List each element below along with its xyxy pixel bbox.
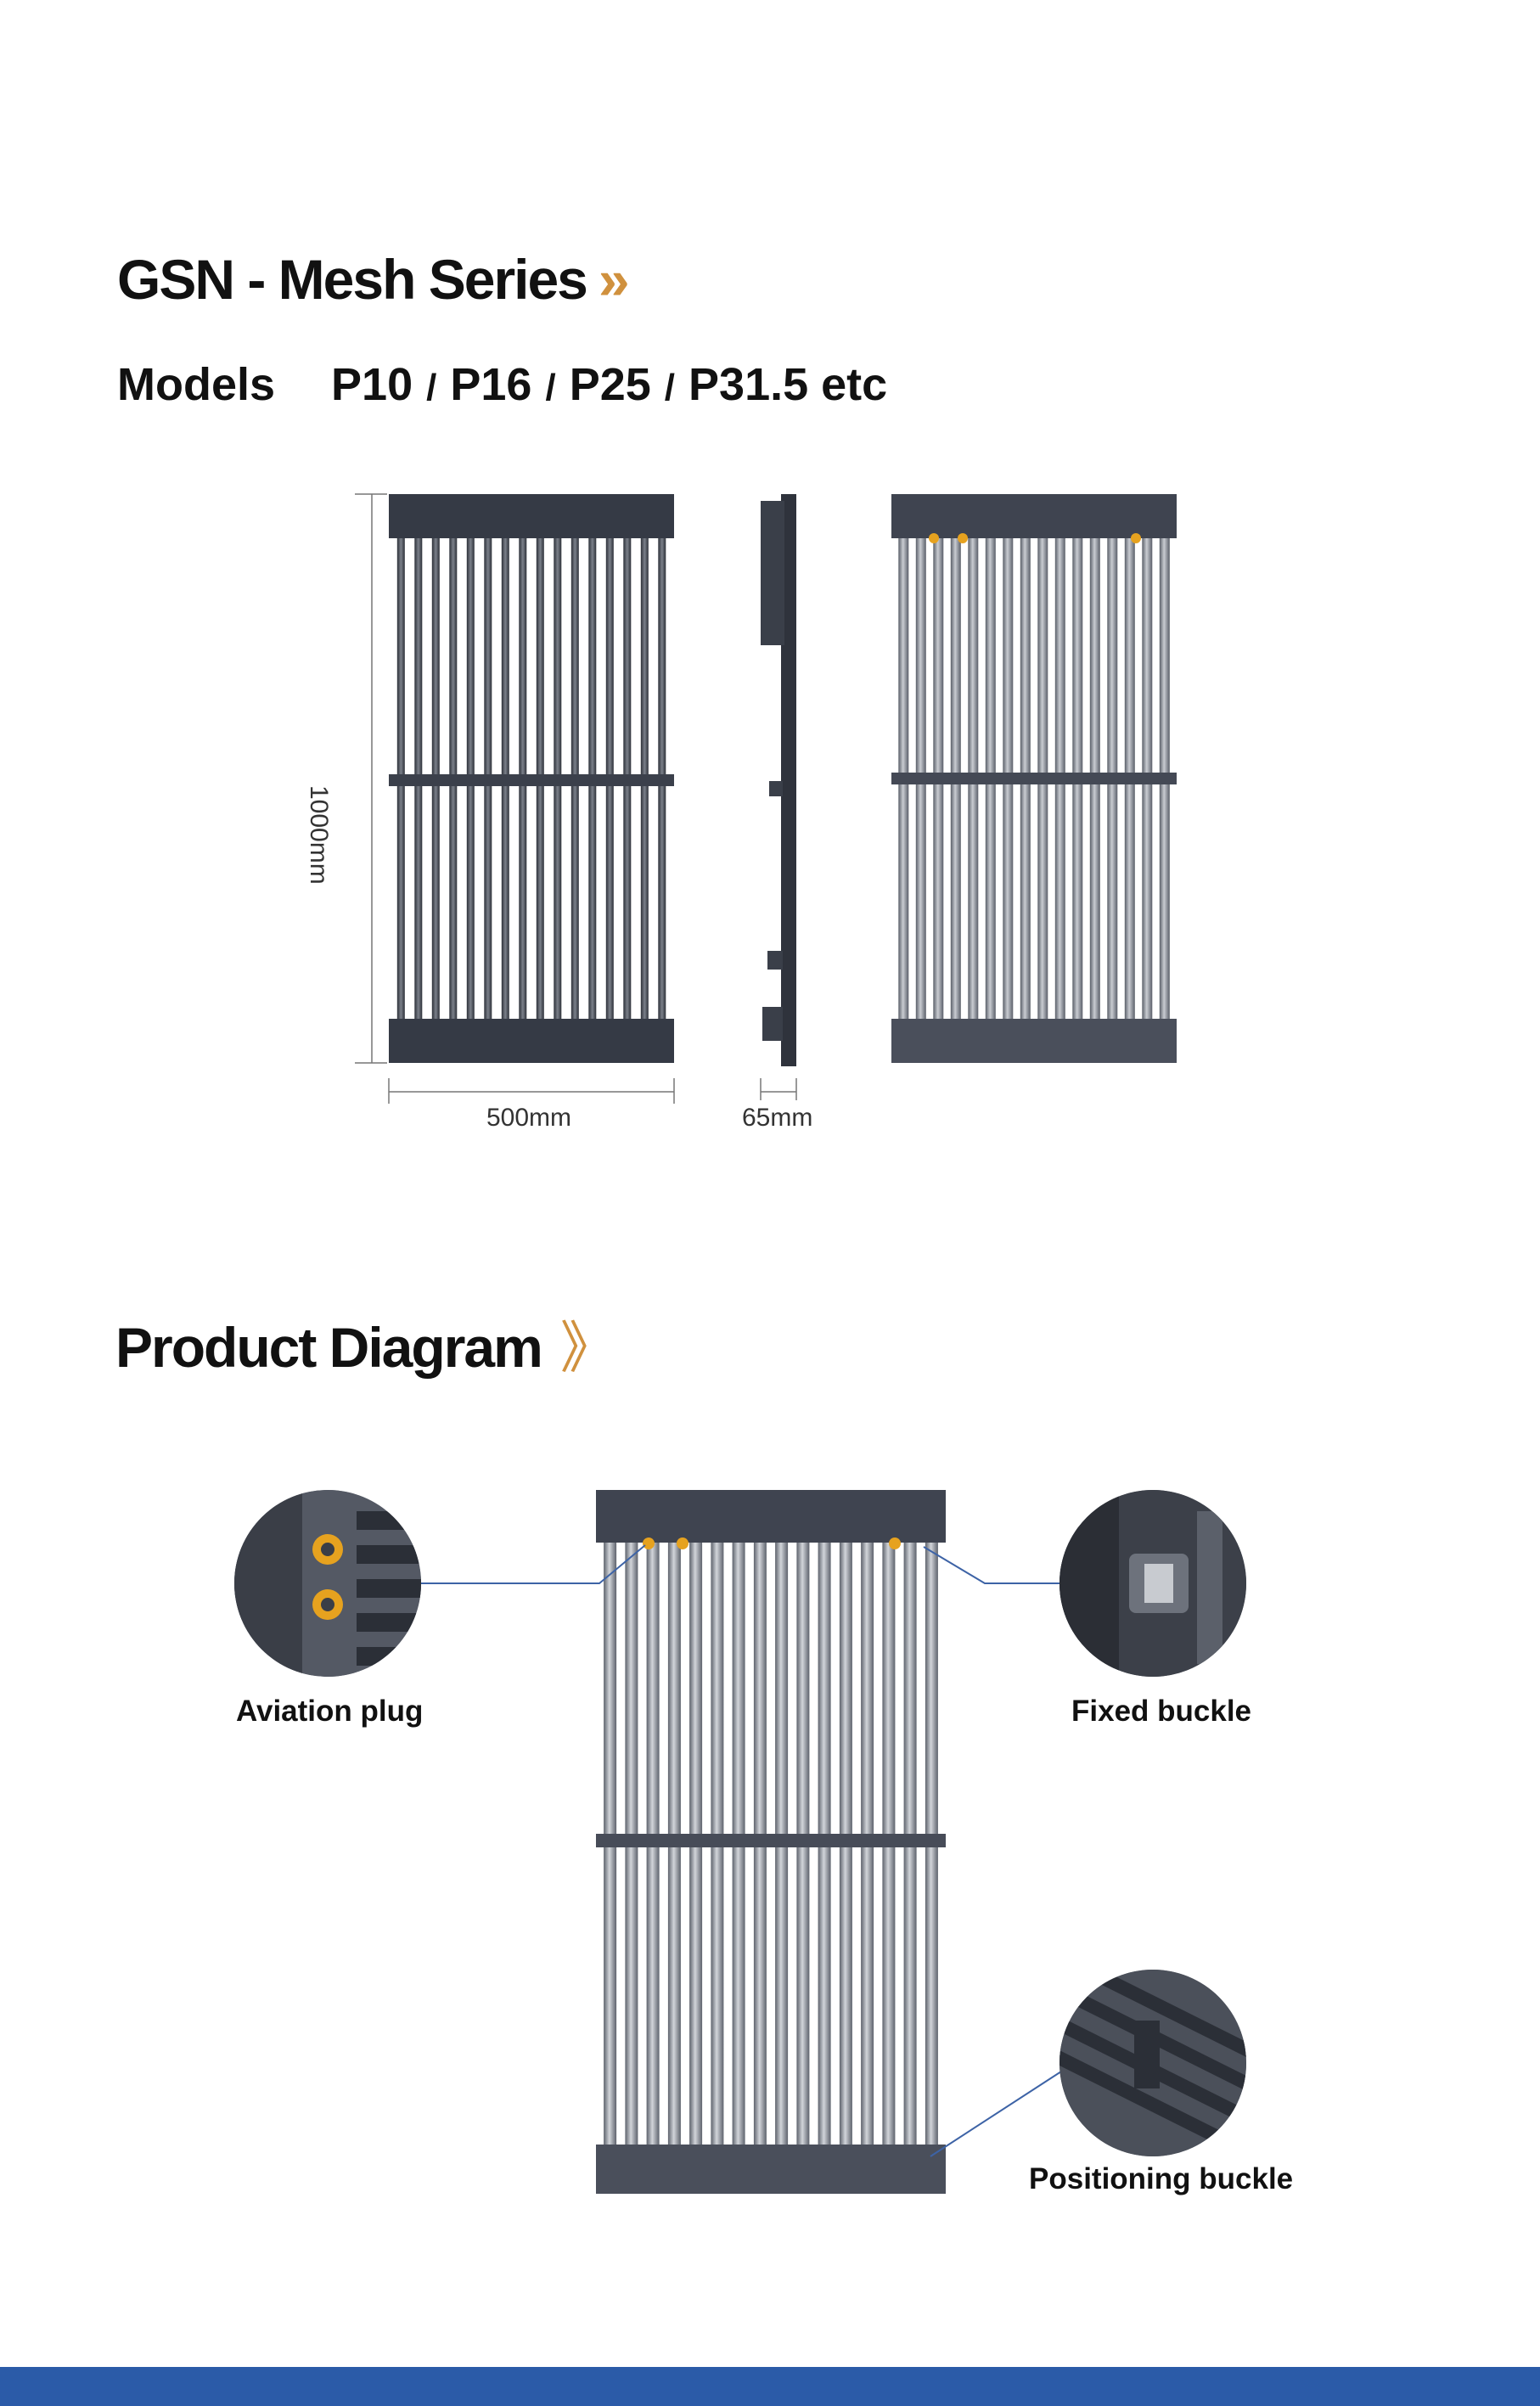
back-view-panel bbox=[891, 494, 1177, 1085]
aviation-plug-label: Aviation plug bbox=[236, 1695, 424, 1728]
aviation-plug-icon bbox=[643, 1537, 655, 1549]
aviation-plug-icon bbox=[958, 533, 968, 543]
aviation-plug-line bbox=[421, 1544, 646, 1584]
depth-dimension-label: 65mm bbox=[742, 1104, 813, 1132]
width-dimension-line bbox=[388, 1078, 675, 1104]
model-separator: / bbox=[664, 367, 676, 408]
models-line: Models P10 / P16 / P25 / P31.5 etc bbox=[117, 362, 887, 408]
width-dimension-label: 500mm bbox=[486, 1104, 572, 1132]
depth-dimension-line bbox=[760, 1078, 797, 1100]
diagram-panel bbox=[596, 1490, 946, 2219]
model-item: P10 bbox=[331, 359, 413, 410]
model-item: P25 bbox=[569, 359, 651, 410]
fixed-buckle-line bbox=[923, 1546, 1059, 1584]
aviation-plug-detail bbox=[234, 1490, 421, 1677]
model-item: P16 bbox=[450, 359, 532, 410]
diagram-title-text: Product Diagram bbox=[115, 1316, 543, 1379]
models-label: Models bbox=[117, 359, 276, 410]
footer-bar bbox=[0, 2367, 1540, 2406]
positioning-buckle-detail bbox=[1059, 1970, 1246, 2156]
front-view-panel bbox=[389, 494, 674, 1083]
series-title-text: GSN - Mesh Series bbox=[117, 248, 588, 311]
aviation-plug-icon bbox=[677, 1537, 689, 1549]
series-title: GSN - Mesh Series» bbox=[117, 251, 630, 307]
aviation-plug-icon bbox=[1131, 533, 1141, 543]
height-dimension-label: 1000mm bbox=[305, 785, 333, 885]
positioning-buckle-label: Positioning buckle bbox=[1029, 2162, 1294, 2195]
fixed-buckle-label: Fixed buckle bbox=[1071, 1695, 1252, 1728]
chevron-right-icon: » bbox=[598, 248, 630, 311]
diagram-title: Product Diagram 》 bbox=[115, 1316, 616, 1379]
aviation-plug-icon bbox=[929, 533, 939, 543]
model-separator: / bbox=[545, 367, 556, 408]
callout-lines bbox=[421, 1544, 1062, 2157]
chevron-right-icon: 》 bbox=[559, 1315, 616, 1380]
side-view-panel bbox=[761, 494, 796, 1066]
aviation-plug-icon bbox=[889, 1537, 901, 1549]
fixed-buckle-detail bbox=[1059, 1490, 1246, 1677]
model-separator: / bbox=[426, 367, 437, 408]
product-views bbox=[355, 493, 1177, 1104]
positioning-buckle-line bbox=[930, 2071, 1062, 2157]
height-dimension-line bbox=[355, 493, 387, 1064]
model-item: P31.5 etc bbox=[689, 359, 888, 410]
product-diagram bbox=[234, 1490, 1246, 2219]
